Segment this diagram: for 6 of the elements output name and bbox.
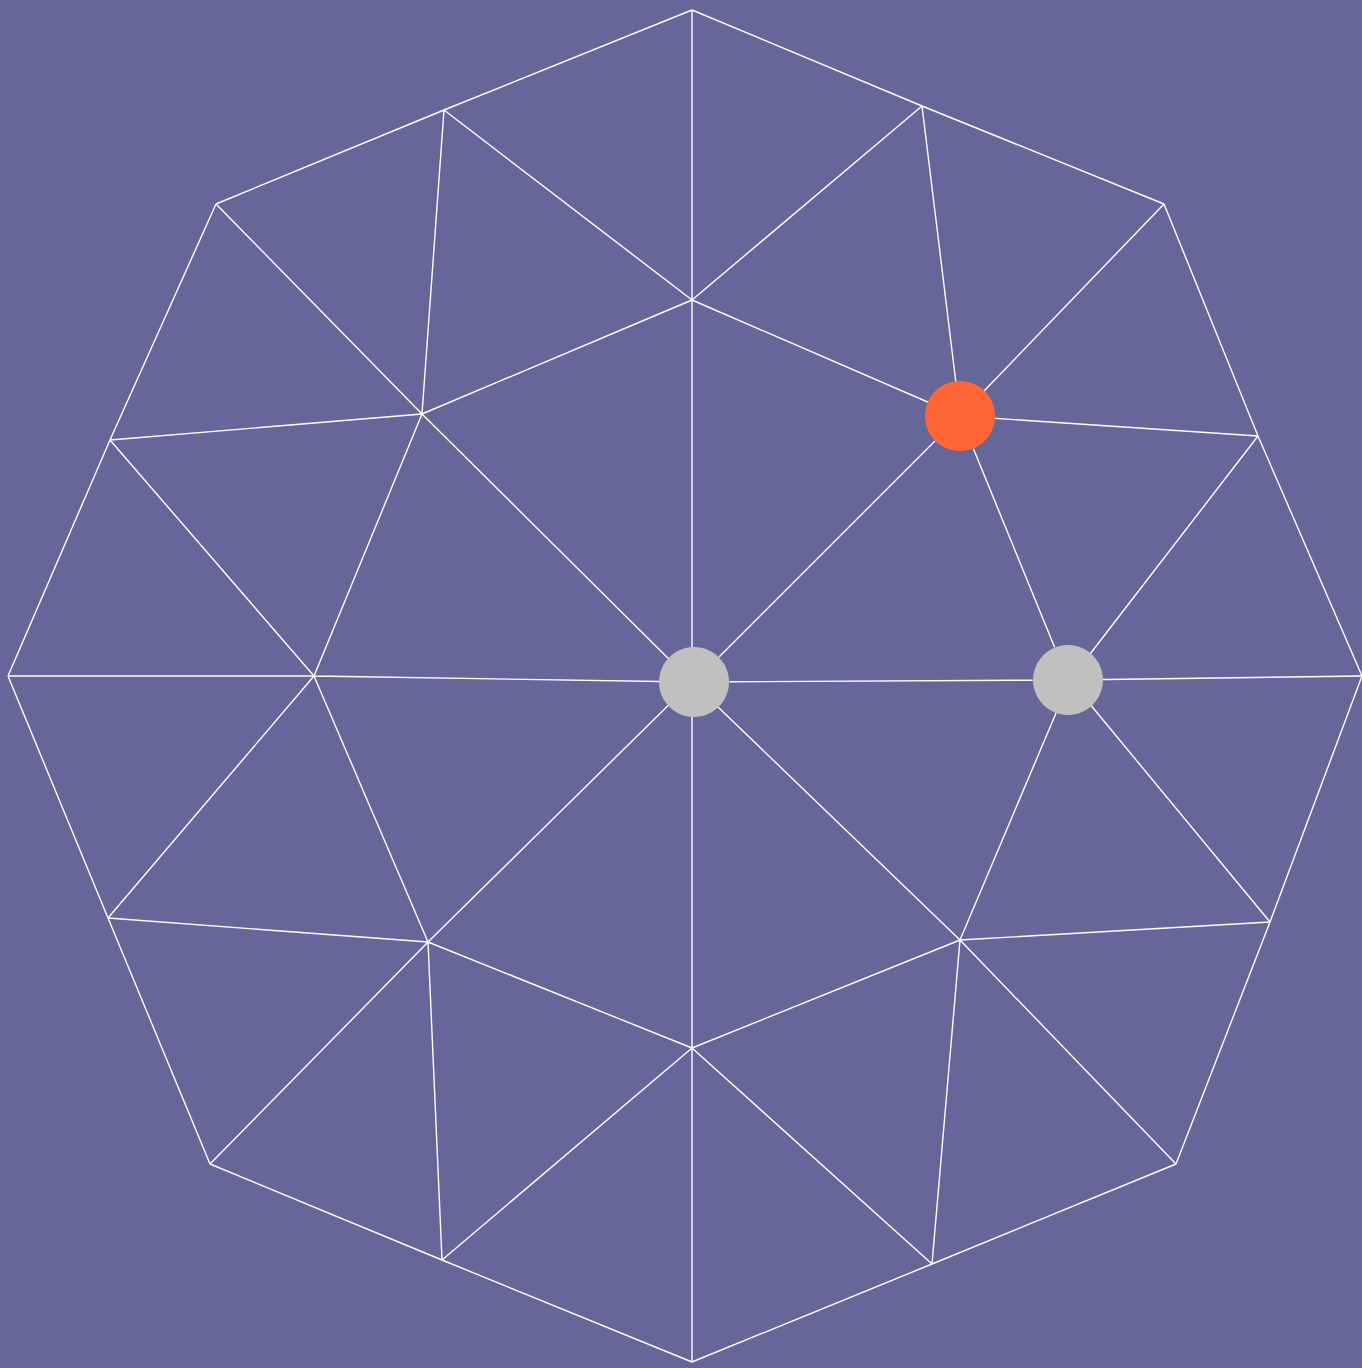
dot: [925, 381, 995, 451]
dot: [1033, 645, 1103, 715]
line: [728, 679, 1034, 683]
dot: [659, 647, 729, 717]
line: [972, 448, 1056, 648]
line: [718, 440, 936, 658]
